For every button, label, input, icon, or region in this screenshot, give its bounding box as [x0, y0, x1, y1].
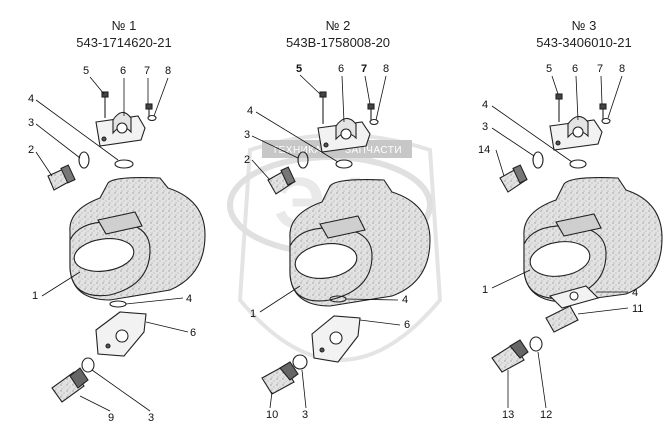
housing-icon — [289, 179, 431, 307]
callout-label: 12 — [540, 409, 552, 421]
callout-label: 5 — [296, 63, 302, 75]
o-ring-icon — [81, 357, 95, 373]
callout-label: 2 — [244, 154, 250, 166]
callout-label: 3 — [482, 121, 488, 133]
callout-label: 5 — [546, 63, 552, 75]
o-ring-icon — [297, 151, 309, 169]
housing-icon — [523, 177, 663, 303]
bolt-icon — [101, 91, 109, 118]
fitting-icon — [545, 305, 579, 333]
bracket-icon — [95, 311, 147, 357]
callout-label: 3 — [244, 129, 250, 141]
bracket-icon — [95, 111, 146, 147]
group-2-number: № 2 — [326, 18, 351, 33]
bolt-icon — [145, 103, 153, 116]
o-ring-icon — [114, 159, 134, 169]
fitting-icon — [491, 339, 529, 373]
callout-label: 4 — [186, 293, 192, 305]
o-ring-icon — [529, 336, 543, 352]
callout-label: 7 — [597, 63, 603, 75]
callout-label: 8 — [383, 63, 389, 75]
group-1-number: № 1 — [112, 18, 137, 33]
group-3-number: № 3 — [572, 18, 597, 33]
assembly-1: 5 6 7 8 4 3 2 1 4 6 9 3 — [28, 65, 206, 424]
callout-label: 11 — [632, 303, 643, 315]
group-2-code: 543В-1758008-20 — [286, 35, 390, 50]
fitting-icon — [51, 367, 89, 403]
callout-label: 6 — [404, 319, 410, 331]
housing-icon — [69, 177, 206, 301]
fitting-icon — [267, 166, 296, 195]
washer-icon — [369, 118, 379, 126]
bolt-icon — [319, 91, 327, 124]
o-ring-icon — [78, 151, 90, 169]
o-ring-icon — [109, 300, 127, 308]
fitting-icon — [47, 164, 76, 191]
callout-label: 5 — [83, 65, 89, 77]
callout-label: 4 — [247, 105, 253, 117]
callout-label: 4 — [402, 294, 408, 306]
callout-label: 4 — [482, 99, 488, 111]
callout-label: 1 — [482, 284, 488, 296]
callout-label: 3 — [302, 409, 308, 421]
fitting-icon — [261, 361, 299, 395]
callout-label: 13 — [502, 409, 514, 421]
assembly-3: 5 6 7 8 4 3 14 1 4 11 13 12 — [478, 63, 663, 421]
callout-label: 1 — [32, 290, 38, 302]
group-1-code: 543-1714620-21 — [76, 35, 171, 50]
callout-label: 6 — [120, 65, 126, 77]
o-ring-icon — [569, 159, 587, 169]
callout-label: 4 — [28, 93, 34, 105]
callout-label: 6 — [338, 63, 344, 75]
callout-label: 6 — [572, 63, 578, 75]
washer-icon — [601, 117, 611, 125]
callout-label: 4 — [632, 287, 638, 299]
callout-label: 6 — [190, 327, 196, 339]
bolt-icon — [555, 93, 563, 122]
watermark-ribbon-left: ТЕХНИКА — [272, 145, 322, 156]
callout-label: 1 — [250, 308, 256, 320]
callout-label: 3 — [148, 412, 154, 424]
bracket-icon — [311, 315, 361, 363]
washer-icon — [147, 114, 157, 122]
callout-label: 9 — [108, 412, 114, 424]
group-3-code: 543-3406010-21 — [536, 35, 631, 50]
flange-icon — [548, 285, 600, 309]
o-ring-icon — [292, 354, 308, 370]
callout-label: 3 — [28, 117, 34, 129]
assembly-2: 5 6 7 8 4 3 2 1 4 6 10 3 — [244, 63, 431, 421]
watermark-ribbon-right: ЗАПЧАСТИ — [345, 145, 402, 156]
o-ring-icon — [532, 151, 544, 169]
callout-label: 10 — [266, 409, 278, 421]
bracket-icon — [549, 115, 603, 151]
callout-label: 8 — [619, 63, 625, 75]
bracket-icon — [317, 117, 371, 153]
callout-label: 7 — [361, 63, 367, 75]
bolt-icon — [367, 103, 375, 120]
callout-label: 14 — [478, 144, 490, 156]
callout-label: 7 — [144, 65, 150, 77]
callout-label: 2 — [28, 144, 34, 156]
fitting-icon — [499, 164, 528, 193]
callout-label: 8 — [165, 65, 171, 77]
bolt-icon — [599, 103, 607, 120]
o-ring-icon — [335, 159, 353, 169]
